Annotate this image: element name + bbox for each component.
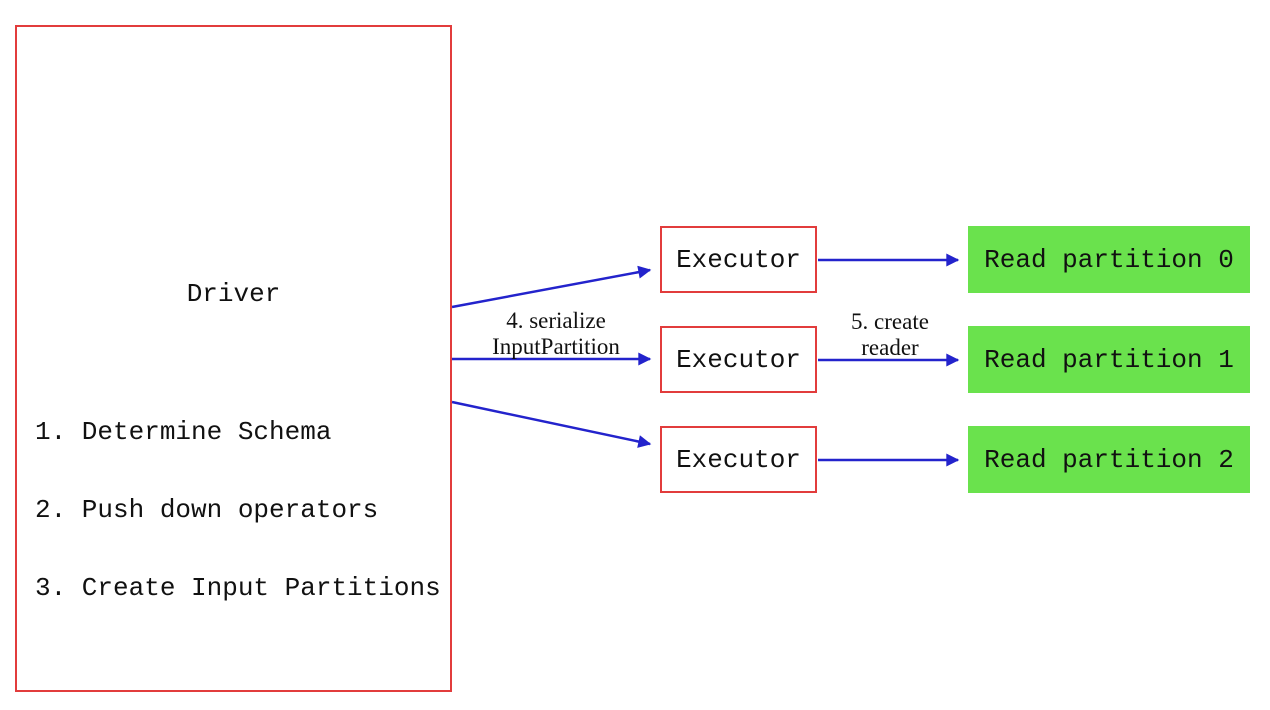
driver-title: Driver — [186, 279, 281, 309]
serialize-label-line2: InputPartition — [492, 334, 620, 359]
create-reader-label: 5. create reader — [806, 309, 974, 361]
driver-box: Driver 1. Determine Schema 2. Push down … — [15, 25, 452, 692]
driver-step-1: 1. Determine Schema — [35, 417, 332, 447]
create-reader-label-line2: reader — [861, 335, 919, 360]
executor-box-2: Executor — [660, 426, 817, 493]
driver-step-3: 3. Create Input Partitions — [35, 573, 441, 603]
driver-step-2: 2. Push down operators — [35, 495, 379, 525]
executor-label-0: Executor — [676, 244, 801, 275]
read-partition-box-1: Read partition 1 — [968, 326, 1250, 393]
create-reader-label-line1: 5. create — [851, 309, 929, 334]
read-partition-label-2: Read partition 2 — [984, 444, 1234, 475]
read-partition-label-1: Read partition 1 — [984, 344, 1234, 375]
executor-box-1: Executor — [660, 326, 817, 393]
read-partition-label-0: Read partition 0 — [984, 244, 1234, 275]
executor-label-1: Executor — [676, 344, 801, 375]
executor-box-0: Executor — [660, 226, 817, 293]
serialize-label-line1: 4. serialize — [506, 308, 606, 333]
arrow-driver-to-executor-2 — [451, 400, 652, 448]
serialize-inputpartition-label: 4. serialize InputPartition — [446, 308, 666, 360]
read-partition-box-0: Read partition 0 — [968, 226, 1250, 293]
read-partition-box-2: Read partition 2 — [968, 426, 1250, 493]
executor-label-2: Executor — [676, 444, 801, 475]
arrow-driver-to-executor-0 — [451, 265, 652, 309]
driver-steps: 1. Determine Schema 2. Push down operato… — [35, 367, 441, 653]
